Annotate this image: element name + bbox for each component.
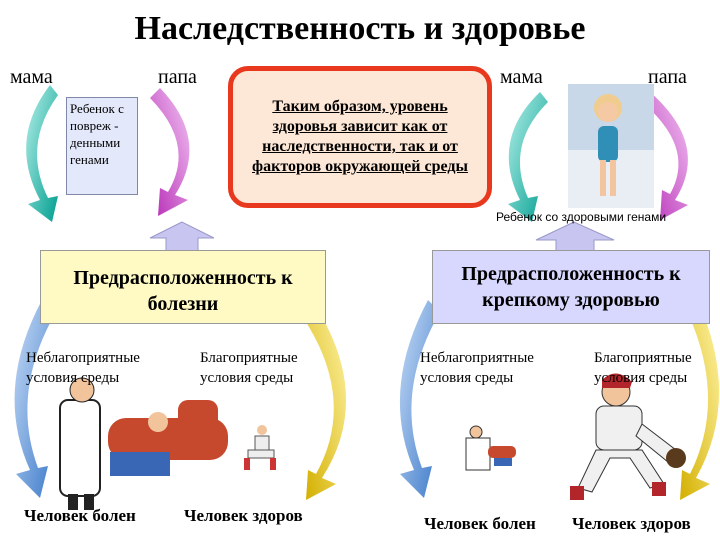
- child-damaged-genes-box: Ребенок с повреж - денными генами: [66, 97, 138, 195]
- dentist-small-right: [465, 425, 516, 471]
- arrow-left-unfavorable: [14, 300, 56, 498]
- label-mama-left: мама: [10, 66, 53, 88]
- conclusion-box: Таким образом, уровень здоровья зависит …: [228, 66, 492, 208]
- label-papa-left: папа: [158, 66, 197, 88]
- left-outcome-healthy: Человек здоров: [184, 506, 303, 525]
- arrow-mama-left: [26, 85, 58, 222]
- right-unfavorable-label: Неблагоприятные условия среды: [420, 350, 534, 386]
- arrow-left-favorable: [306, 310, 347, 500]
- dentist-clipart: [59, 377, 228, 510]
- arrow-papa-right: [642, 92, 688, 220]
- double-arrow-left: [149, 221, 215, 253]
- conclusion-text: Таким образом, уровень здоровья зависит …: [252, 98, 468, 175]
- girl-photo: [568, 84, 654, 208]
- arrow-papa-left: [150, 88, 190, 216]
- arrow-mama-right: [508, 92, 548, 222]
- baseball-player-small-left: [244, 425, 276, 470]
- label-mama-right: мама: [500, 66, 543, 88]
- arrow-right-unfavorable: [399, 300, 440, 498]
- right-outcome-healthy: Человек здоров: [572, 514, 691, 533]
- baseball-player-large: [570, 373, 686, 500]
- left-unfavorable-label: Неблагоприятные условия среды: [26, 350, 140, 386]
- left-outcome-ill: Человек болен: [24, 506, 136, 525]
- left-panel-title: Предрасположенность к болезни: [40, 250, 326, 324]
- label-papa-right: папа: [648, 66, 687, 88]
- child-healthy-genes-caption: Ребенок со здоровыми генами: [496, 210, 667, 224]
- right-panel-title: Предрасположенность к крепкому здоровью: [432, 250, 710, 324]
- right-outcome-ill: Человек болен: [424, 514, 536, 533]
- page-title: Наследственность и здоровье: [134, 10, 586, 47]
- arrow-right-favorable: [680, 306, 720, 500]
- left-favorable-label: Благоприятные условия среды: [200, 350, 298, 386]
- right-favorable-label: Благоприятные условия среды: [594, 350, 692, 386]
- double-arrow-right: [535, 221, 615, 253]
